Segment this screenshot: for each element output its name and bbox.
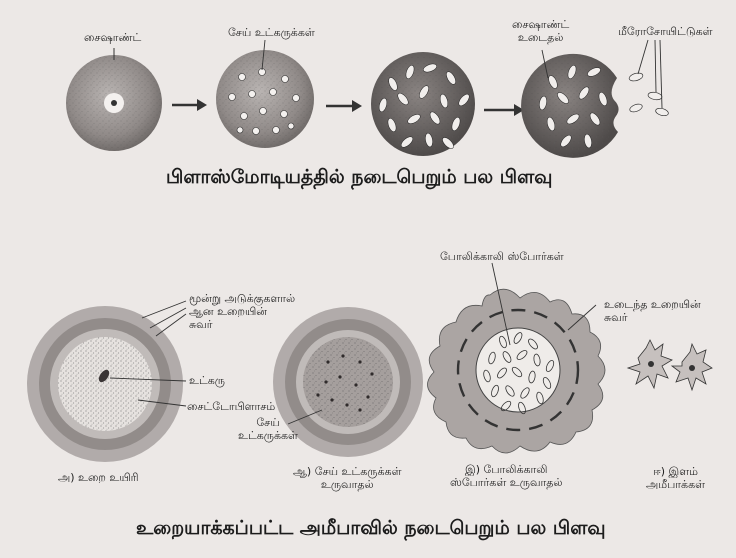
ruptured-schizont-cell [521, 54, 619, 158]
stage-b-label: ஆ) சேய் உட்கருக்கள் உருவாதல் [293, 465, 402, 491]
pseudopodiospore-cell [427, 289, 605, 453]
top-caption: பிளாஸ்மோடியத்தில் நடைபெறும் பல பிளவு [166, 166, 552, 191]
stage-c-label: இ) போலிக்காலி ஸ்போர்கள் உருவாதல் [450, 463, 563, 489]
cyst-cell [27, 306, 183, 462]
label-cyst-daughter-nuclei: சேய் உட்கருக்கள் [238, 416, 298, 442]
stage-d-label: ஈ) இளம் அமீபாக்கள் [646, 465, 705, 491]
arrow-1 [172, 99, 207, 111]
label-three-layer-wall: மூன்று அடுக்குகளால் ஆன உறையின் சுவர் [189, 292, 295, 331]
schizont-cell [66, 55, 162, 151]
label-schizont: சைஷாண்ட் [84, 31, 141, 44]
daughter-nuclei-cell [216, 50, 314, 148]
label-schizont-wall: சைஷாண்ட் உடைதல் [512, 18, 569, 44]
stage-a-label: அ) உறை உயிரி [58, 471, 139, 484]
label-cytoplasm: சைட்டோபிளாசம் [187, 400, 275, 413]
young-amoeba-1 [628, 340, 672, 388]
label-merozoites: மீரோசோயிட்டுகள் [618, 25, 713, 38]
merozoites-developing-cell [371, 52, 475, 156]
label-pseudopodiospores: போலிக்காலி ஸ்போர்கள் [440, 250, 564, 263]
arrow-2 [326, 100, 362, 112]
label-nucleus: உட்கரு [189, 374, 225, 387]
bottom-caption: உறையாக்கப்பட்ட அமீபாவில் நடைபெறும் பல பி… [136, 517, 606, 542]
label-daughter-nuclei: சேய் உட்கருக்கள் [228, 26, 315, 39]
young-amoeba-2 [672, 344, 712, 390]
arrow-3 [484, 104, 524, 116]
free-merozoites [628, 72, 669, 117]
label-broken-wall: உடைந்த உறையின் சுவர் [604, 298, 701, 324]
